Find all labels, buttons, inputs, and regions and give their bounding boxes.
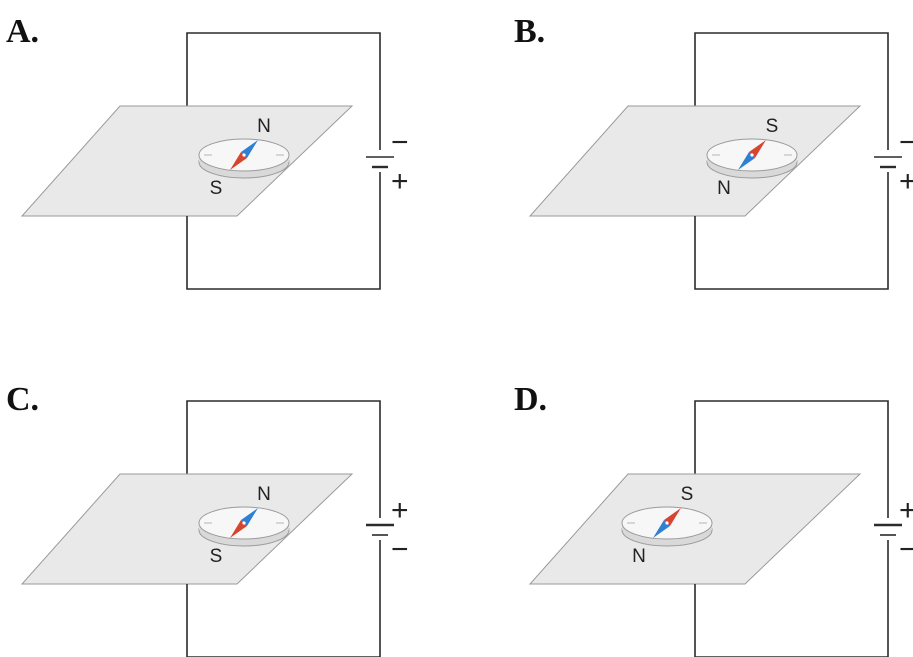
compass-needle-lower (653, 520, 670, 538)
battery-top-sign: − (391, 126, 409, 159)
compass-pivot (242, 153, 246, 157)
compass-pole-bottom: S (210, 178, 223, 199)
compass-needle-upper (749, 140, 766, 158)
battery-bottom-sign: − (899, 533, 913, 566)
compass-pole-top: N (257, 484, 271, 505)
compass (198, 138, 290, 179)
wire-upper (186, 32, 381, 158)
battery-top-sign: + (391, 494, 409, 527)
battery-bottom-sign: + (391, 165, 409, 198)
wire-lower (694, 172, 889, 290)
plane (20, 105, 354, 217)
compass (706, 138, 798, 179)
compass (621, 506, 713, 547)
wire-lower (186, 540, 381, 657)
compass-needle-lower (738, 152, 755, 170)
compass-needle-lower (230, 520, 247, 538)
option-a-panel: A. − + N S (6, 13, 409, 290)
compass-needle-upper (241, 140, 258, 158)
compass-pole-bottom: N (717, 178, 731, 199)
compass-pole-top: N (257, 116, 271, 137)
compass (198, 506, 290, 547)
wire-lower (186, 172, 381, 290)
compass-pole-bottom: S (210, 546, 223, 567)
compass-needle-upper (664, 508, 681, 526)
option-c-panel: C. + − N S (6, 381, 409, 657)
option-label: A. (6, 13, 39, 50)
plane (528, 105, 862, 217)
option-d-panel: D. + − S N (514, 381, 913, 657)
compass-pole-top: S (681, 484, 694, 505)
wire-upper (694, 400, 889, 526)
battery-bottom-sign: + (899, 165, 913, 198)
compass-pole-top: S (766, 116, 779, 137)
compass-needle-upper (241, 508, 258, 526)
wire-lower (694, 540, 889, 657)
option-b-panel: B. − + S N (514, 13, 913, 290)
plane (20, 473, 354, 585)
compass-pivot (750, 153, 754, 157)
compass-pivot (242, 521, 246, 525)
compass-needle-lower (230, 152, 247, 170)
option-label: B. (514, 13, 545, 50)
compass-pivot (665, 521, 669, 525)
compass-pole-bottom: N (632, 546, 646, 567)
option-label: C. (6, 381, 39, 418)
option-label: D. (514, 381, 547, 418)
battery-top-sign: − (899, 126, 913, 159)
wire-upper (694, 32, 889, 158)
battery-bottom-sign: − (391, 533, 409, 566)
battery-top-sign: + (899, 494, 913, 527)
wire-upper (186, 400, 381, 526)
